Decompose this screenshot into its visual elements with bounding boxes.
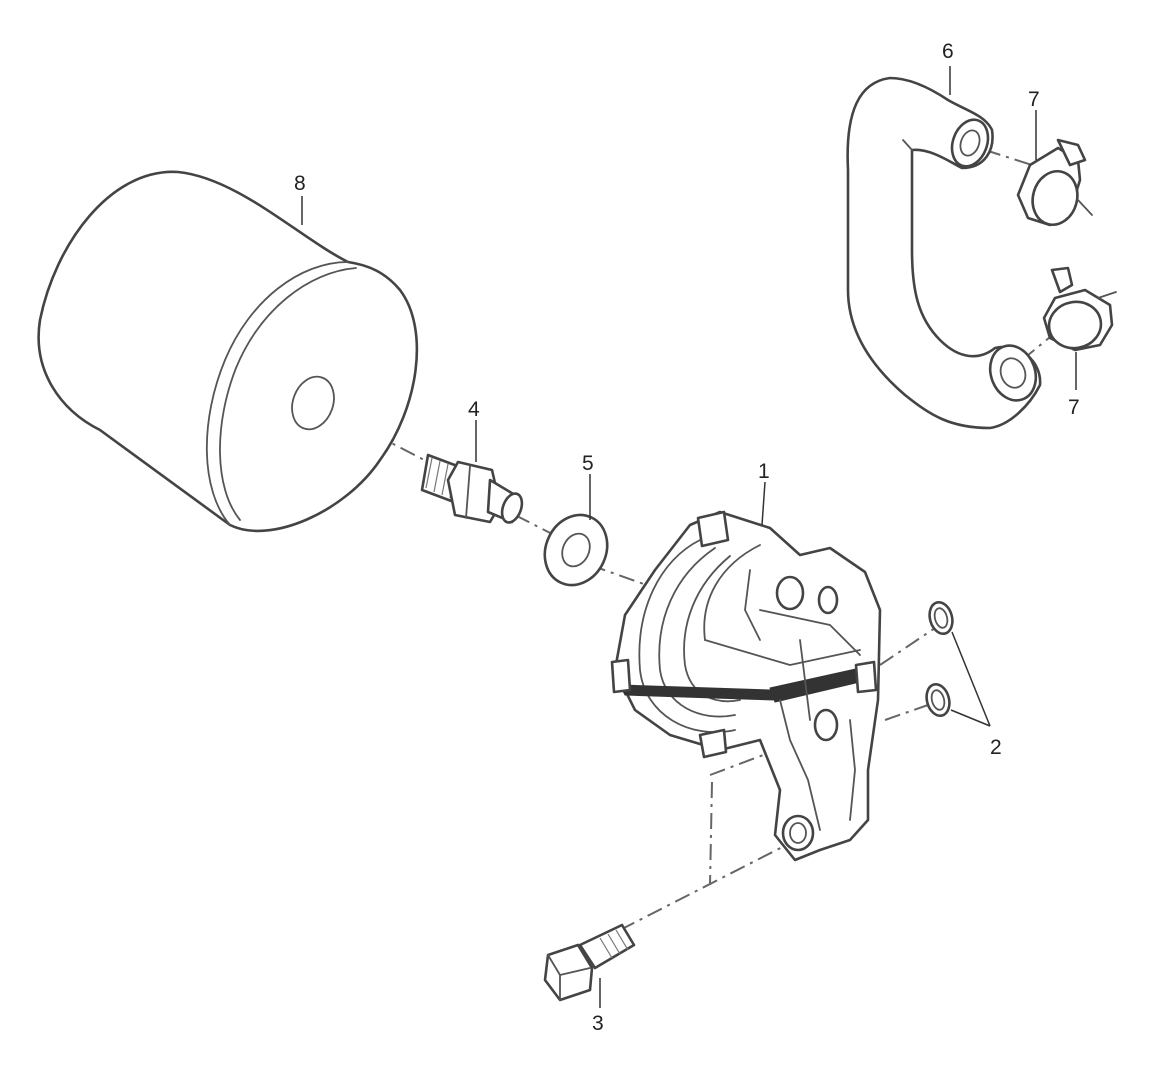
hose-clamp-upper [1016, 138, 1093, 227]
o-rings [925, 600, 954, 718]
callout-6: 6 [942, 40, 954, 63]
callout-7-upper: 7 [1028, 88, 1040, 111]
leader-lines [301, 66, 1077, 1008]
callout-2: 2 [990, 736, 1002, 759]
callout-7-lower: 7 [1068, 396, 1080, 419]
callout-labels: 1 2 3 4 5 6 7 7 8 [294, 40, 1080, 1035]
threaded-nipple [420, 453, 524, 524]
coolant-hose [846, 76, 1042, 430]
callout-1: 1 [758, 460, 770, 483]
hex-flange-bolt [543, 923, 636, 1002]
callout-8: 8 [294, 172, 306, 195]
filter-housing-bracket [610, 510, 882, 862]
hose-clamp-lower [1042, 266, 1117, 352]
sealing-washer [543, 513, 609, 587]
oil-filter-canister [37, 170, 419, 533]
callout-4: 4 [468, 398, 480, 421]
callout-5: 5 [582, 452, 594, 475]
callout-3: 3 [592, 1012, 604, 1035]
